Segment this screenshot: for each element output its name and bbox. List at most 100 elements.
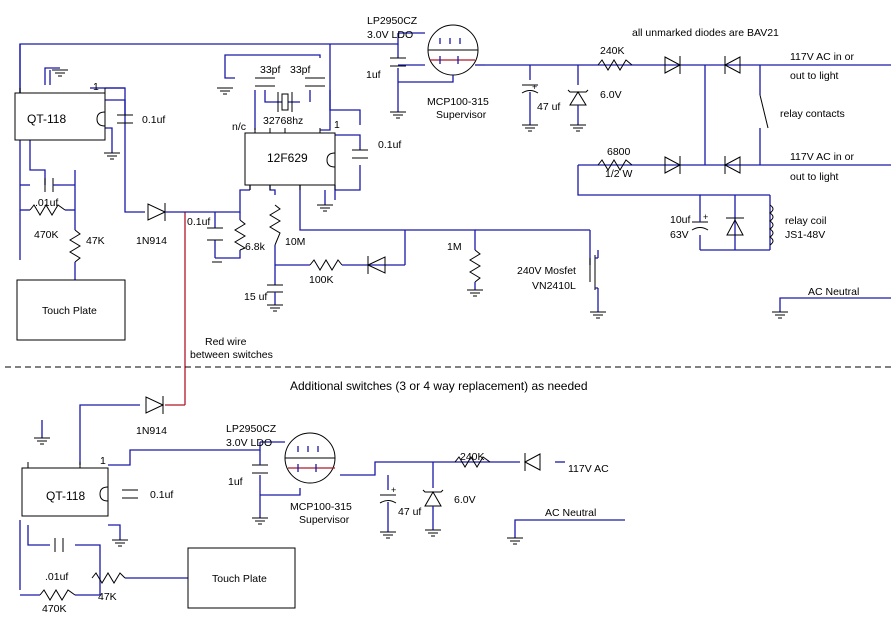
label-ldo2: LP2950CZ xyxy=(226,423,277,435)
ground-mcu xyxy=(317,190,333,212)
ac-neutral-top xyxy=(772,297,891,319)
res-10m xyxy=(269,204,281,246)
label-cap-01uf-mcu: 0.1uf xyxy=(378,139,401,151)
label-res-470k-b: 470K xyxy=(42,603,67,615)
label-relay-contacts: relay contacts xyxy=(780,108,845,120)
label-res-47k-a: 47K xyxy=(86,235,105,247)
label-cap-33pf-b: 33pf xyxy=(290,64,311,76)
label-ac-in-b2: out to light xyxy=(790,171,839,183)
label-zener-b: 6.0V xyxy=(454,494,476,506)
diode-top-left xyxy=(664,56,682,74)
qt118-top xyxy=(14,88,106,141)
svg-text:+: + xyxy=(532,82,537,92)
res-6-8k xyxy=(234,219,247,251)
zener-diode-top xyxy=(567,89,589,132)
label-res-1m: 1M xyxy=(447,241,462,253)
crystal xyxy=(277,92,293,112)
touch-plate-bottom xyxy=(187,547,296,609)
label-cap-01uf-qt-b: 0.1uf xyxy=(150,489,173,501)
ground-xtal xyxy=(217,58,235,95)
label-res-10m: 10M xyxy=(285,236,305,248)
cap-0-1uf-small xyxy=(207,227,223,263)
label-ac-in-a2: out to light xyxy=(790,70,839,82)
res-470k-top xyxy=(29,204,66,216)
label-mcu-pin1: 1 xyxy=(334,119,340,131)
label-res-47k-b: 47K xyxy=(98,591,117,603)
label-mosfet-part: VN2410L xyxy=(532,280,576,292)
label-supervisor2: MCP100-315 xyxy=(290,501,352,513)
label-cap-47uf-b: 47 uf xyxy=(398,506,421,518)
mosfet xyxy=(589,255,606,319)
diode-1n914-top xyxy=(147,203,190,221)
label-cap-10uf: 10uf xyxy=(670,214,691,226)
ground-qt-bottom xyxy=(34,420,50,445)
cap-0-1uf-qt-top xyxy=(104,114,133,160)
label-xtal: 32768hz xyxy=(263,115,303,127)
label-mosfet: 240V Mosfet xyxy=(517,265,576,277)
res-47k-bottom xyxy=(91,572,126,584)
qt118-bottom xyxy=(21,462,109,517)
res-470k-bottom xyxy=(39,589,76,601)
label-cap-01uf-b: 0.1uf xyxy=(187,216,210,228)
cap-001uf-top xyxy=(44,178,60,192)
label-mcu-nc: n/c xyxy=(232,121,246,133)
label-qt-b: QT-118 xyxy=(46,489,85,503)
label-ldo1: LP2950CZ xyxy=(367,15,418,27)
label-ac-neutral-b: AC Neutral xyxy=(545,507,596,519)
cap-33pf-left xyxy=(255,77,275,87)
label-ac-in-a1: 117V AC in or xyxy=(790,51,855,63)
label-diode-1n914-a: 1N914 xyxy=(136,235,167,247)
relay-coil xyxy=(769,204,774,246)
label-diodes-note: all unmarked diodes are BAV21 xyxy=(632,27,779,39)
diode-ac-bottom xyxy=(523,453,541,471)
diode-mid-left xyxy=(664,156,682,174)
label-relay-coil: relay coil xyxy=(785,215,826,227)
ldo-regulator-1 xyxy=(398,24,485,76)
label-ac-b: 117V AC xyxy=(568,463,609,475)
label-qt-a-pin1: 1 xyxy=(93,81,99,93)
res-6800 xyxy=(597,159,633,171)
label-supervisor1-sub: Supervisor xyxy=(436,109,487,121)
label-res-6800-w: 1/2 W xyxy=(605,168,633,180)
label-cap-1uf-a: 1uf xyxy=(366,69,381,81)
label-res-6800: 6800 xyxy=(607,146,631,158)
label-touch-b: Touch Plate xyxy=(212,573,267,585)
ldo-regulator-2 xyxy=(284,432,336,484)
label-relay-coil-part: JS1-48V xyxy=(785,229,825,241)
ac-neutral-bottom-ground xyxy=(507,537,523,545)
label-mcu: 12F629 xyxy=(267,151,308,165)
diode-gate xyxy=(366,256,386,274)
label-qt-b-pin1: 1 xyxy=(100,455,106,467)
label-cap-47uf-a: 47 uf xyxy=(537,101,560,113)
top-wires xyxy=(19,33,771,285)
ground-symbol xyxy=(390,111,406,119)
diode-top-right xyxy=(723,56,741,74)
label-ac-neutral-a: AC Neutral xyxy=(808,286,859,298)
label-res-470k-a: 470K xyxy=(34,229,59,241)
label-cap-001uf-a: .01uf xyxy=(35,197,58,209)
res-1m xyxy=(467,249,483,297)
svg-text:+: + xyxy=(703,212,708,222)
label-res-68k: 6.8k xyxy=(245,241,266,253)
cap-15uf xyxy=(267,284,283,312)
label-cap-1uf-b: 1uf xyxy=(228,476,243,488)
label-red-wire2: between switches xyxy=(190,349,273,361)
pic-12f629 xyxy=(244,128,336,190)
cap-1uf-bottom xyxy=(252,450,268,525)
cap-1uf-top xyxy=(390,57,406,67)
res-100k xyxy=(309,259,360,271)
label-res-240k-a: 240K xyxy=(600,45,625,57)
cap-10uf: + xyxy=(691,210,708,231)
svg-text:+: + xyxy=(391,485,396,495)
res-240k-top xyxy=(597,59,633,71)
label-cap-001uf-b: .01uf xyxy=(45,571,68,583)
diode-1n914-bottom xyxy=(145,396,165,414)
label-diode-1n914-b: 1N914 xyxy=(136,425,167,437)
res-240k-bottom xyxy=(454,456,491,468)
label-supervisor1: MCP100-315 xyxy=(427,96,489,108)
relay-contacts xyxy=(759,64,891,166)
label-red-wire1: Red wire xyxy=(205,336,247,348)
cap-0-1uf-qt-bottom xyxy=(112,489,138,547)
zener-diode-bottom xyxy=(422,489,444,537)
label-ldo1-v: 3.0V LDO xyxy=(367,29,413,41)
